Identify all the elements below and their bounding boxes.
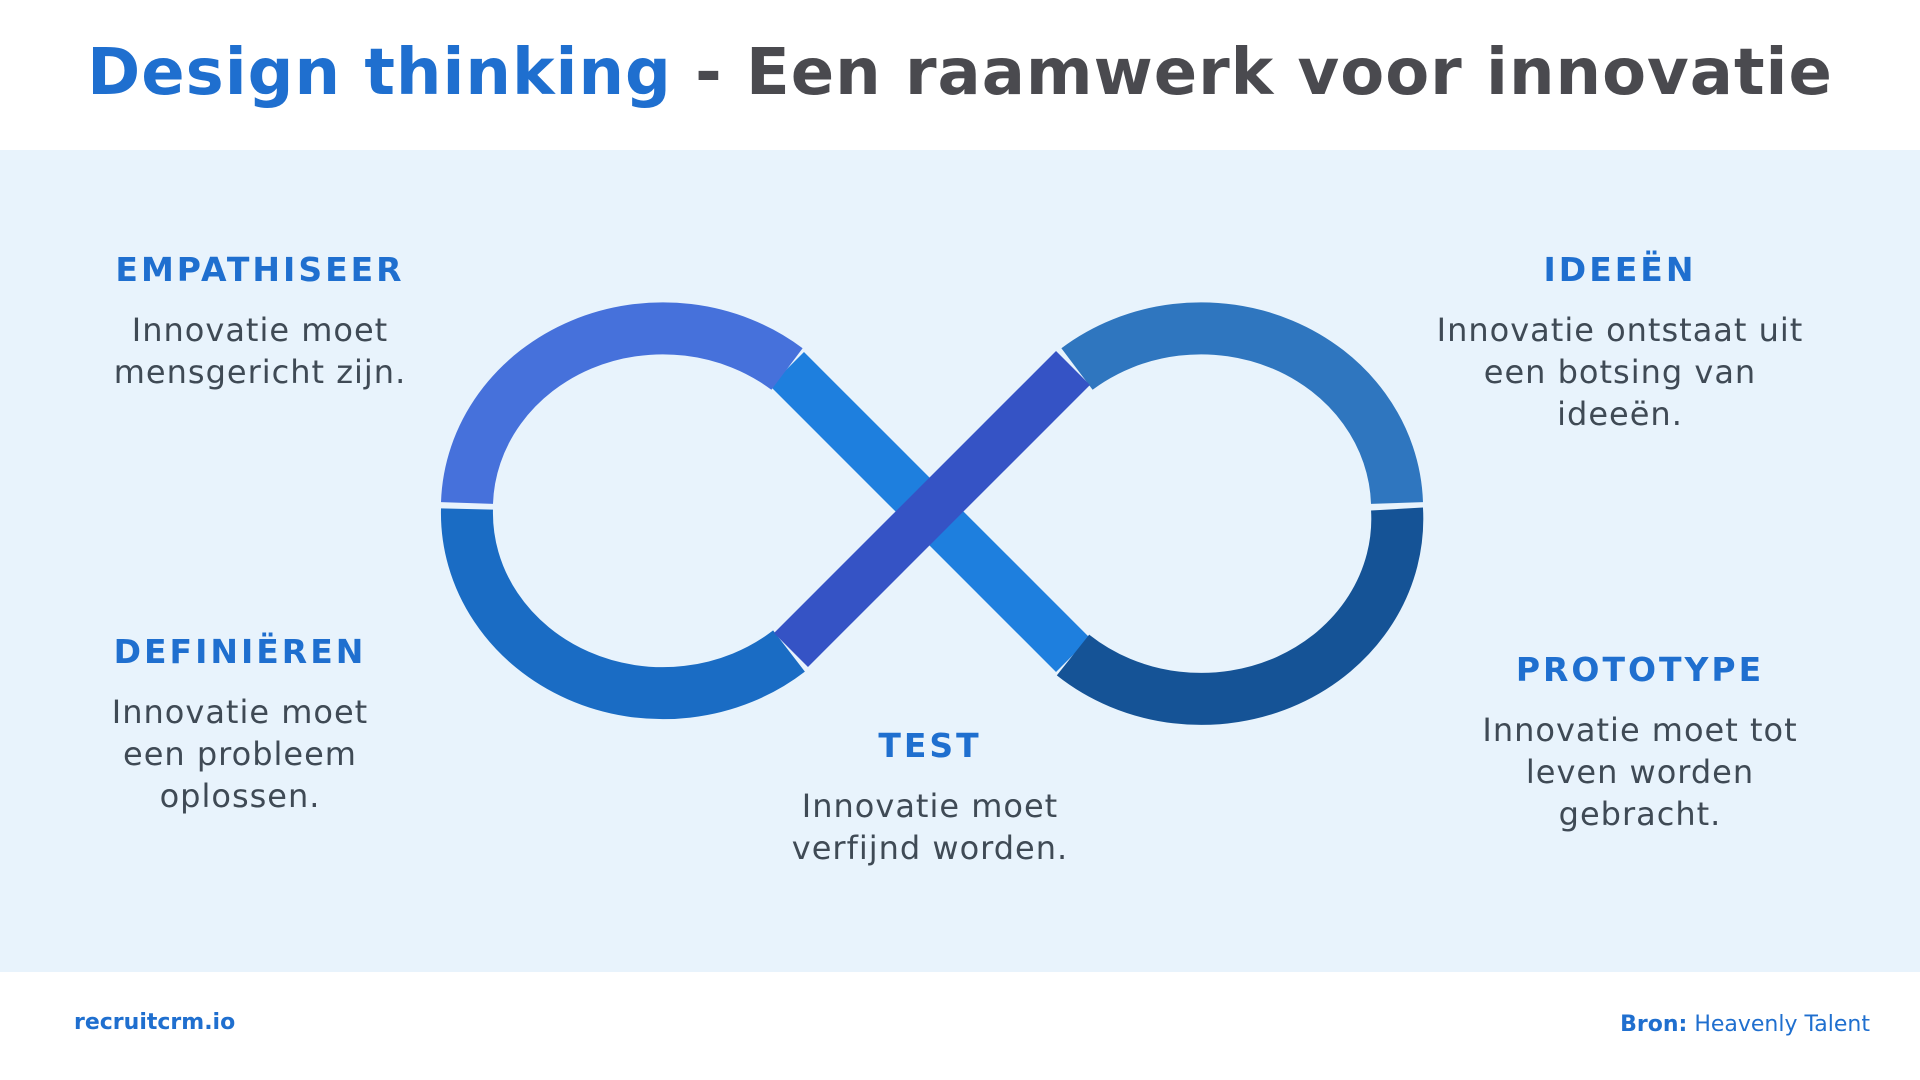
footer-source-value: Heavenly Talent (1687, 1012, 1870, 1037)
step-ideeen: IDEEËN Innovatie ontstaat uit een botsin… (1400, 250, 1840, 435)
footer-source: Bron: Heavenly Talent (1620, 1012, 1870, 1037)
step-ideeen-text: Innovatie ontstaat uit een botsing van i… (1436, 311, 1804, 433)
loop-ideeen-segment (1061, 302, 1423, 505)
step-test-text: Innovatie moet verfijnd worden. (791, 787, 1069, 867)
step-empathiseer-text: Innovatie moet mensgericht zijn. (113, 311, 407, 391)
step-empathiseer-title: EMPATHISEER (115, 250, 405, 289)
page-title: Design thinking - Een raamwerk voor inno… (0, 36, 1920, 110)
step-test-title: TEST (878, 726, 982, 765)
step-definieren-title: DEFINIËREN (113, 632, 367, 671)
title-rest: - Een raamwerk voor innovatie (671, 36, 1833, 110)
footer-source-label: Bron: (1620, 1012, 1688, 1037)
step-prototype-title: PROTOTYPE (1515, 650, 1765, 689)
footer-brand: recruitcrm.io (74, 1010, 236, 1035)
loop-empathiseer-segment (441, 302, 803, 505)
step-definieren-text: Innovatie moet een probleem oplossen. (111, 693, 369, 815)
loop-definieren-segment (440, 508, 805, 720)
loop-cross-front-segment (774, 351, 1090, 667)
loop-prototype-segment (1056, 507, 1424, 725)
step-ideeen-title: IDEEËN (1543, 250, 1697, 289)
step-empathiseer: EMPATHISEER Innovatie moet mensgericht z… (60, 250, 460, 393)
step-definieren: DEFINIËREN Innovatie moet een probleem o… (40, 632, 440, 817)
title-accent: Design thinking (87, 36, 672, 110)
step-prototype: PROTOTYPE Innovatie moet tot leven worde… (1440, 650, 1840, 835)
step-test: TEST Innovatie moet verfijnd worden. (730, 726, 1130, 869)
step-prototype-text: Innovatie moet tot leven worden gebracht… (1482, 711, 1798, 833)
